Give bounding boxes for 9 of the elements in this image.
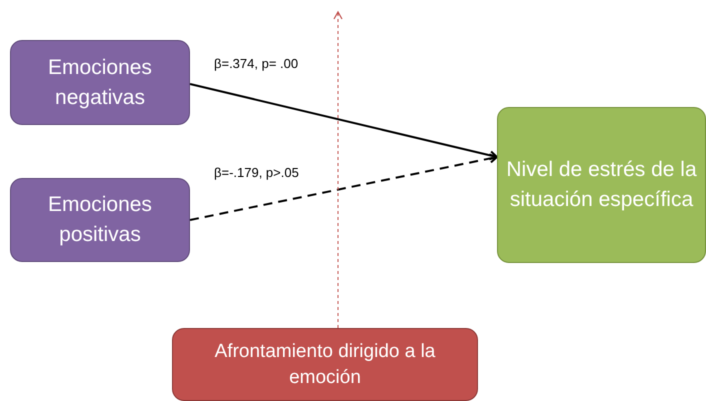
arrow	[190, 83, 498, 160]
outcome-box: Nivel de estrés de la situación específica	[497, 107, 706, 263]
moderator-box: Afrontamiento dirigido a la emoción	[172, 328, 478, 401]
arrow	[190, 154, 498, 221]
predictor-box: Emociones positivas	[10, 178, 190, 262]
predictor-box: Emociones negativas	[10, 40, 190, 125]
edge-label: β=.374, p= .00	[214, 56, 298, 72]
arrow	[333, 11, 343, 328]
edge-label: β=-.179, p>.05	[214, 165, 299, 181]
